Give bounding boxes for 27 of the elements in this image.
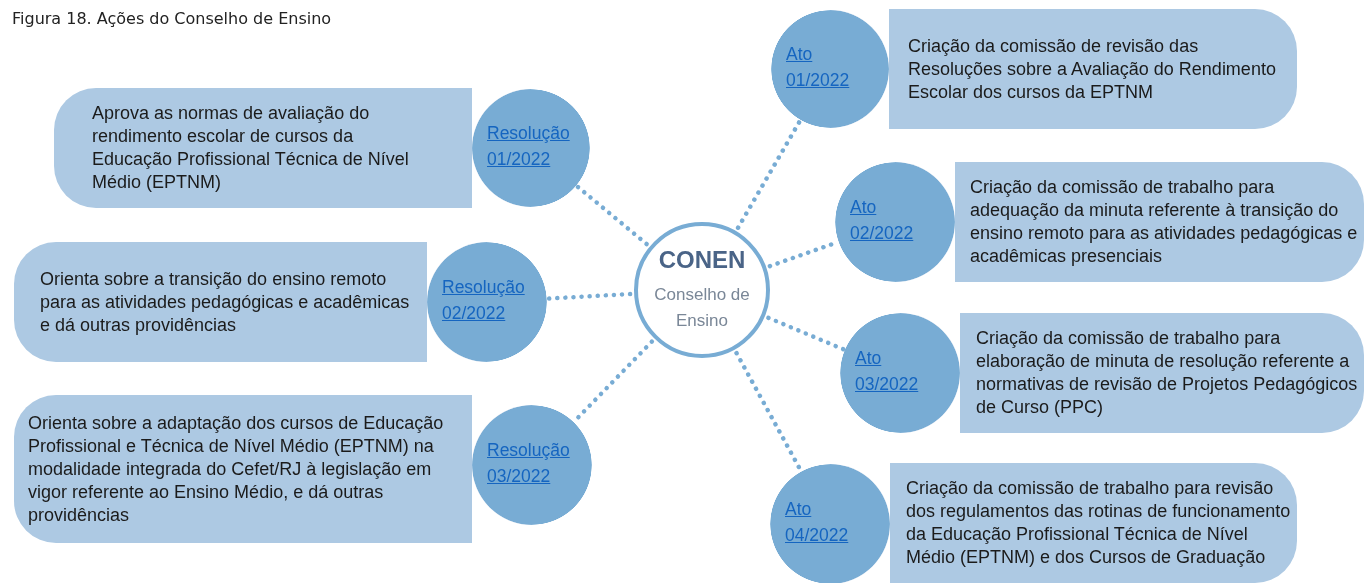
dotted-connector bbox=[574, 183, 649, 247]
description-text: Criação da comissão de trabalho para adequação da minuta referente à transição do ensino remoto para as atividades pedagógicas e acadêmicas presenciais bbox=[970, 176, 1359, 268]
description-text: Criação da comissão de trabalho para elaboração de minuta de resolução referente a normativas de revisão de Projetos Pedagógicos de Curso (PPC) bbox=[976, 327, 1359, 419]
document-link: Resolução 02/2022 bbox=[442, 276, 526, 325]
description-panel bbox=[960, 313, 1364, 433]
document-link: Ato 01/2022 bbox=[786, 43, 851, 92]
description-panel bbox=[955, 162, 1364, 282]
description-text: Orienta sobre a transição do ensino remoto para as atividades pedagógicas e acadêmicas e dá outras providências bbox=[40, 267, 411, 337]
description-text: Orienta sobre a adaptação dos cursos de Educação Profissional e Técnica de Nível Médio (EPTNM) na modalidade integrada do Cefet/RJ à legislação em vigor referente ao Ensino Médio, e dá outras providências bbox=[28, 411, 445, 527]
description-text: Criação da comissão de trabalho para revisão dos regulamentos das rotinas de funcionamento da Educação Profissional Técnica de Nível Médio (EPTNM) e dos Cursos de Graduação bbox=[906, 477, 1292, 569]
center-heading: CONEN bbox=[658, 246, 746, 274]
dotted-connector bbox=[735, 117, 803, 230]
description-panel bbox=[14, 395, 472, 543]
description-panel bbox=[889, 9, 1297, 129]
description-panel bbox=[890, 463, 1297, 583]
document-link: Ato 04/2022 bbox=[785, 498, 850, 547]
document-link: Resolução 03/2022 bbox=[487, 439, 571, 488]
dotted-connector bbox=[766, 315, 847, 353]
document-link: Resolução 01/2022 bbox=[487, 122, 571, 171]
center-subtitle: Conselho de Ensino bbox=[653, 284, 751, 332]
document-link: Ato 03/2022 bbox=[855, 347, 920, 396]
figure-title: Figura 18. Ações do Conselho de Ensino bbox=[12, 9, 332, 28]
description-panel bbox=[14, 242, 427, 362]
document-link: Ato 02/2022 bbox=[850, 196, 915, 245]
description-text: Criação da comissão de revisão das Resoluções sobre a Avaliação do Rendimento Escolar dos cursos da EPTNM bbox=[908, 34, 1277, 104]
description-text: Aprova as normas de avaliação do rendimento escolar de cursos da Educação Profissional Técnica de Nível Médio (EPTNM) bbox=[92, 102, 410, 194]
description-panel bbox=[54, 88, 472, 208]
